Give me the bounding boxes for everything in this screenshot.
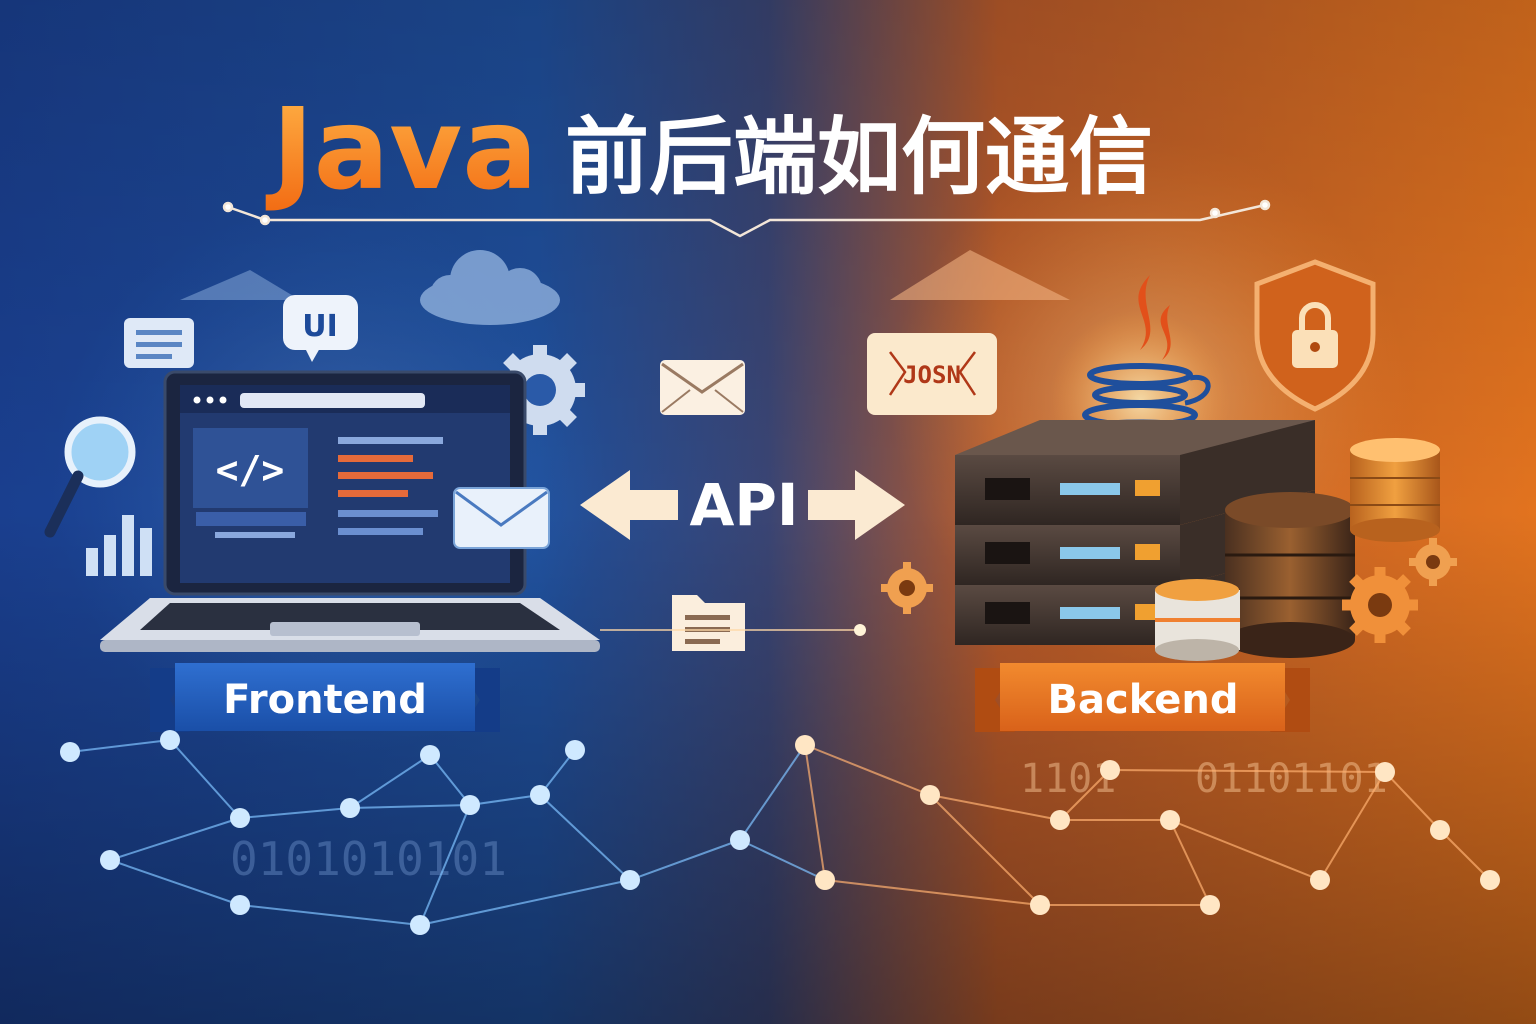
shield-lock-icon [1254, 259, 1376, 412]
folder-icon [672, 595, 745, 651]
api-label: API [690, 471, 799, 539]
title-java: Java [265, 85, 538, 215]
network-node [530, 785, 550, 805]
network-node [340, 798, 360, 818]
backend-label-ribbon: Backend [975, 663, 1310, 732]
backend-label: Backend [1048, 677, 1239, 723]
envelope-icon [453, 487, 550, 549]
json-card: JOSN [867, 333, 997, 415]
network-node [100, 850, 120, 870]
network-node [620, 870, 640, 890]
network-link [929, 794, 1041, 906]
arrow-right-icon [808, 470, 905, 540]
bar-chart-icon [86, 515, 152, 576]
arrow-left-icon [580, 470, 678, 540]
network-link [804, 744, 931, 796]
envelope-icon [660, 360, 745, 415]
network-node [60, 742, 80, 762]
title-chinese: 前后端如何通信 [565, 108, 1153, 206]
network-link [1169, 819, 1321, 881]
network-link [1169, 819, 1211, 906]
network-node [460, 795, 480, 815]
ui-speech-bubble: UI [283, 295, 358, 362]
page-title: Java 前后端如何通信 [265, 85, 1153, 215]
network-link [739, 839, 826, 881]
mountain-shape [180, 270, 300, 300]
network-link [469, 794, 541, 806]
cloud-icon [420, 250, 560, 325]
network-node [795, 735, 815, 755]
network-link [1319, 771, 1386, 881]
database-icon [1350, 438, 1440, 542]
network-link [929, 794, 1061, 821]
document-icon [124, 318, 194, 368]
network-node [1480, 870, 1500, 890]
network-link [539, 794, 631, 881]
network-node [1030, 895, 1050, 915]
network-node [1100, 760, 1120, 780]
network-node [160, 730, 180, 750]
title-underline [222, 199, 1271, 238]
network-node [565, 740, 585, 760]
network-node [920, 785, 940, 805]
network-link [1059, 769, 1111, 821]
network-node [1160, 810, 1180, 830]
gear-icon [1342, 567, 1418, 643]
network-link [739, 744, 806, 841]
network-link [349, 754, 431, 809]
network-node [1050, 810, 1070, 830]
network-node [420, 745, 440, 765]
network-link [1384, 771, 1441, 831]
database-icon [1225, 492, 1355, 658]
glow-node [854, 624, 866, 636]
network-node [1310, 870, 1330, 890]
gear-icon [881, 562, 933, 614]
network-link [804, 744, 826, 881]
network-link [239, 807, 351, 819]
network-node [1375, 762, 1395, 782]
network-link [1439, 829, 1491, 881]
network-link [109, 859, 241, 906]
frontend-label-ribbon: Frontend [150, 663, 500, 732]
frontend-label: Frontend [223, 677, 427, 723]
database-icon [1155, 579, 1240, 661]
mountain-shape [890, 250, 1070, 300]
laptop: </> [100, 370, 600, 652]
network-link [419, 804, 471, 926]
api-arrows: API [580, 470, 905, 540]
network-node [815, 870, 835, 890]
network-link [349, 804, 471, 809]
gear-icon [1409, 538, 1457, 586]
network-link [824, 879, 1041, 906]
network-link [239, 904, 421, 926]
network-node [410, 915, 430, 935]
network-link [429, 754, 471, 806]
ui-bubble-text: UI [302, 309, 338, 344]
network-link [629, 839, 741, 881]
network-link [109, 817, 241, 861]
network-link [419, 879, 631, 926]
network-node [1430, 820, 1450, 840]
network-link [169, 739, 241, 819]
json-card-text: JOSN [903, 361, 961, 389]
network-link [69, 739, 171, 753]
binary-text-right-b: 01101101 [1195, 756, 1388, 802]
network-node [230, 895, 250, 915]
network-mesh [60, 730, 1500, 935]
network-node [230, 808, 250, 828]
code-tag: </> [216, 448, 285, 492]
network-link [1109, 769, 1386, 773]
network-node [730, 830, 750, 850]
address-bar [240, 393, 425, 408]
network-node [1200, 895, 1220, 915]
binary-text-left: 0101010101 [230, 832, 507, 886]
magnifier-icon [44, 416, 136, 538]
